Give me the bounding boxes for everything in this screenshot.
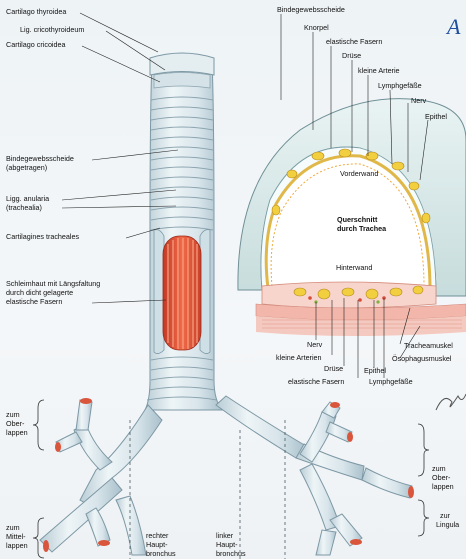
figure-letter: A: [447, 14, 461, 39]
label-schleimhaut-2: durch dicht gelagerte: [6, 288, 74, 297]
label-lig-cricothyroideum: Lig. cricothyroideum: [20, 25, 85, 34]
label-zum-mittellappen-1: zum: [6, 523, 20, 532]
label-epithel-top: Epithel: [425, 112, 447, 121]
label-kleine-arterie-top: kleine Arterie: [358, 66, 400, 75]
label-querschnitt-1: Querschnitt: [337, 215, 378, 224]
label-linker-3: bronchus: [216, 549, 246, 558]
label-cartilago-cricoidea: Cartilago cricoidea: [6, 40, 66, 49]
label-ligg-anularia-2: (trachealia): [6, 203, 42, 212]
label-kleine-arterien-bottom: kleine Arterien: [276, 353, 322, 362]
mucosa-window: [162, 235, 202, 351]
label-zum-oberlappen-right-1: zum: [432, 464, 446, 473]
label-schleimhaut-1: Schleimhaut mit Längsfaltung: [6, 279, 101, 288]
label-knorpel: Knorpel: [304, 23, 329, 32]
label-schleimhaut-3: elastische Fasern: [6, 297, 63, 306]
label-zum-oberlappen-left-3: lappen: [6, 428, 28, 437]
label-nerv-top: Nerv: [411, 96, 427, 105]
label-zum-oberlappen-left-2: Ober-: [6, 419, 25, 428]
label-zum-mittellappen-3: lappen: [6, 541, 28, 550]
leader-lines-bottom: [315, 298, 421, 378]
label-elastische-fasern-bottom: elastische Fasern: [288, 377, 345, 386]
label-querschnitt-2: durch Trachea: [337, 224, 387, 233]
label-linker-1: linker: [216, 531, 234, 540]
label-bindegewebsscheide-left-2: (abgetragen): [6, 163, 48, 172]
label-oesophagusmuskel: Ösophagusmuskel: [392, 354, 452, 363]
label-zum-oberlappen-right-3: lappen: [432, 482, 454, 491]
label-rechter-1: rechter: [146, 531, 169, 540]
label-cartilago-thyroidea: Cartilago thyroidea: [6, 7, 67, 16]
guide-lines: [129, 420, 286, 559]
label-tracheamuskel: Tracheamuskel: [404, 341, 453, 350]
label-lymphgefaesse-top: Lymphgefäße: [378, 81, 422, 90]
cross-section: [237, 98, 466, 336]
label-epithel-bottom: Epithel: [364, 366, 386, 375]
label-lymphgefaesse-bottom: Lymphgefäße: [369, 377, 413, 386]
trachea-tube: [144, 52, 224, 411]
label-druese-top: Drüse: [342, 51, 362, 60]
label-zur-lingula-1: zur: [440, 511, 450, 520]
label-zur-lingula-2: Lingula: [436, 520, 460, 529]
label-linker-2: Haupt-: [216, 540, 238, 549]
braces: [32, 399, 430, 559]
bronchial-tree: [39, 395, 413, 556]
label-vorderwand: Vorderwand: [340, 169, 379, 178]
leader-lines-top: [280, 14, 429, 181]
label-zum-oberlappen-left-1: zum: [6, 410, 20, 419]
label-zum-oberlappen-right-2: Ober-: [432, 473, 451, 482]
label-rechter-2: Haupt-: [146, 540, 168, 549]
label-rechter-3: bronchus: [146, 549, 176, 558]
label-hinterwand: Hinterwand: [336, 263, 373, 272]
label-druese-bottom: Drüse: [324, 364, 344, 373]
label-elastische-fasern-top: elastische Fasern: [326, 37, 383, 46]
label-cartilagines-tracheales: Cartilagines tracheales: [6, 232, 80, 241]
label-nerv-bottom: Nerv: [307, 340, 323, 349]
label-ligg-anularia-1: Ligg. anularia: [6, 194, 50, 203]
label-bindegewebsscheide-left-1: Bindegewebsscheide: [6, 154, 74, 163]
bronchus-tips: [43, 398, 414, 552]
signature-stroke: [435, 393, 466, 411]
leader-lines-left: [61, 12, 179, 304]
label-bindegewebsscheide-right: Bindegewebsscheide: [277, 5, 345, 14]
label-zum-mittellappen-2: Mittel-: [6, 532, 26, 541]
